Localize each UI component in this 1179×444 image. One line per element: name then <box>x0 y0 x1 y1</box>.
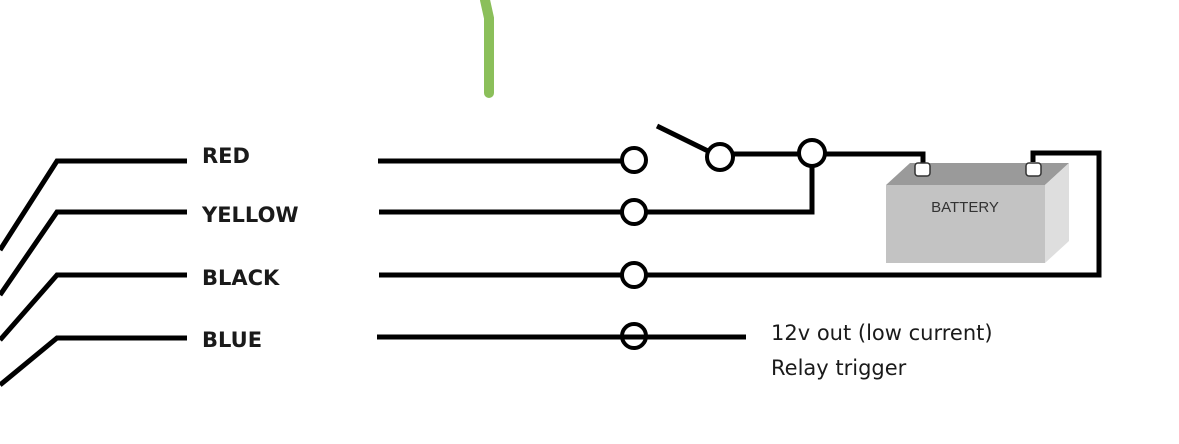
battery-icon: BATTERY <box>886 162 1069 263</box>
wire-label-black: BLACK <box>202 266 280 290</box>
wire-label-yellow: YELLOW <box>201 203 299 227</box>
wire-label-red: RED <box>202 144 250 168</box>
battery-label: BATTERY <box>931 199 999 216</box>
harness-wire-yellow <box>0 209 187 297</box>
junction-terminal <box>797 138 827 168</box>
annotation-stroke <box>480 0 494 98</box>
wire-battery-negative <box>646 150 1102 278</box>
switch-lever <box>655 123 712 155</box>
terminal-blue <box>620 322 648 350</box>
output-note-line1: 12v out (low current) <box>771 321 993 345</box>
terminal-yellow <box>620 198 648 226</box>
harness-wire-black <box>0 272 187 342</box>
wire-yellow-junction <box>646 166 815 215</box>
terminal-black <box>620 261 648 289</box>
output-note-line2: Relay trigger <box>771 356 907 380</box>
switch-terminal <box>705 142 735 172</box>
terminal-red <box>620 146 648 174</box>
wire-to-battery-positive <box>824 151 926 163</box>
harness-wire-red <box>0 158 187 252</box>
harness-wires <box>0 158 187 387</box>
battery-terminal-positive <box>914 162 931 177</box>
battery-terminal-negative <box>1025 162 1042 177</box>
wire-label-blue: BLUE <box>202 328 262 352</box>
harness-wire-blue <box>0 335 187 387</box>
